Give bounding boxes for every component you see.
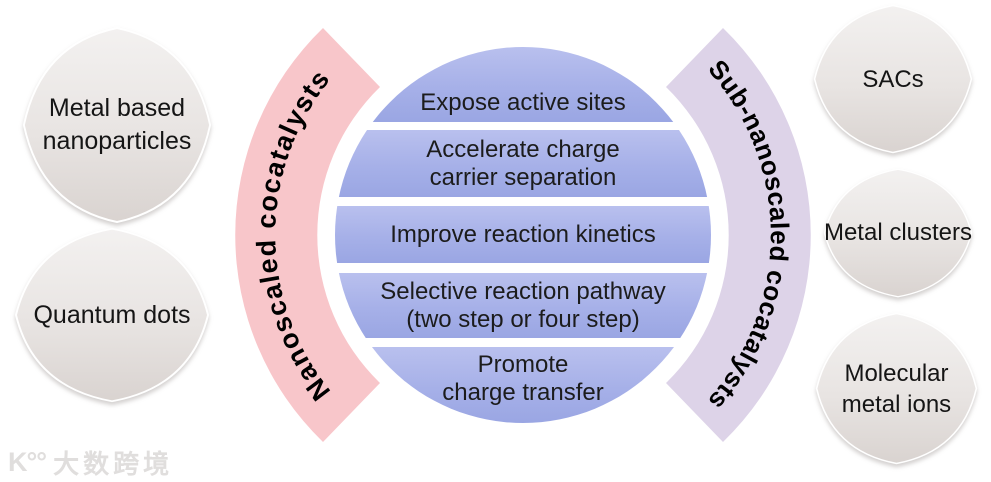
watermark-logo-icon: K°°	[8, 447, 47, 477]
label-sacs: SACs	[862, 65, 924, 93]
benefit-band-selective-pathway: Selective reaction pathway (two step or …	[335, 273, 711, 338]
blob-shape-icon	[815, 312, 978, 465]
benefits-circle: Expose active sites Accelerate charge ca…	[335, 47, 711, 423]
watermark: K°° 大数跨境	[8, 444, 173, 481]
nanoscaled-arc-label-text: Nanoscaled cocatalysts	[251, 64, 336, 407]
label-molecular-metal-ions: Molecular metal ions	[841, 359, 952, 418]
shape-quantum-dots: Quantum dots	[14, 227, 210, 403]
blob-shape-icon	[813, 4, 973, 154]
label-metal-clusters: Metal clusters	[823, 219, 973, 246]
watermark-text: 大数跨境	[53, 449, 174, 479]
shape-metal-based-nanoparticles: Metal based nanoparticles	[22, 26, 212, 224]
nanoscaled-arc-label: Nanoscaled cocatalysts	[251, 64, 334, 407]
shape-molecular-metal-ions: Molecular metal ions	[815, 312, 978, 465]
shape-metal-clusters: Metal clusters	[823, 168, 973, 298]
sub-nanoscaled-arc-label: Sub-nanoscaled cocatalysts	[702, 54, 794, 416]
benefit-band-charge-transfer: Promote charge transfer	[335, 347, 711, 423]
benefit-band-reaction-kinetics: Improve reaction kinetics	[335, 206, 711, 263]
blob-shape-icon	[14, 227, 210, 403]
label-metal-based-nanoparticles: Metal based nanoparticles	[42, 94, 192, 155]
blob-shape-icon	[823, 168, 973, 298]
blob-shape-icon	[22, 26, 212, 224]
shape-sacs: SACs	[813, 4, 973, 154]
label-quantum-dots: Quantum dots	[33, 300, 191, 329]
benefit-band-charge-carrier-separation: Accelerate charge carrier separation	[335, 130, 711, 197]
sub-nanoscaled-arc-label-text: Sub-nanoscaled cocatalysts	[702, 54, 794, 416]
benefit-band-expose-active-sites: Expose active sites	[335, 47, 711, 122]
